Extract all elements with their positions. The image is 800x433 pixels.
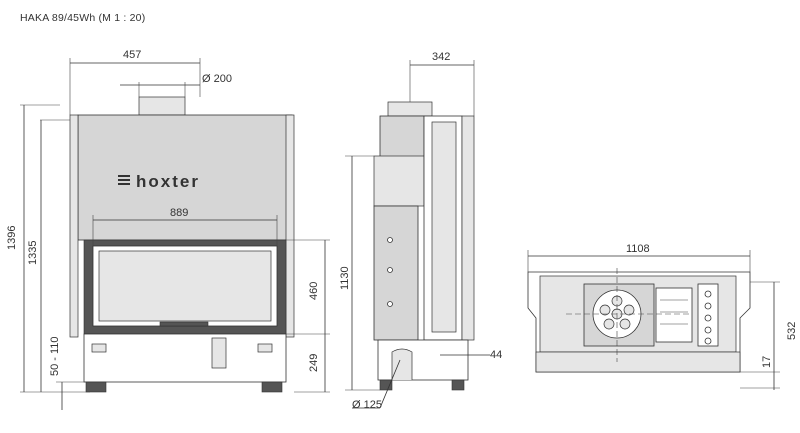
top-flue-hole-3 <box>619 318 631 330</box>
side-door-edge <box>461 115 475 341</box>
front-base-vent-left <box>91 343 107 353</box>
side-screw-2 <box>387 267 393 273</box>
side-dimensions: 342 1130 44 Ø 125 <box>339 51 502 411</box>
side-mid-block <box>373 155 425 207</box>
dim-342: 342 <box>432 51 450 63</box>
side-base <box>377 339 469 381</box>
top-connector-2 <box>704 302 712 310</box>
top-connector-1 <box>704 290 712 298</box>
dim-1130: 1130 <box>339 266 351 290</box>
front-base <box>83 333 287 383</box>
front-right-side-panel <box>285 114 295 338</box>
side-lower-body <box>373 205 419 341</box>
brand-text: hoxter <box>136 172 200 191</box>
dim-1108: 1108 <box>626 243 650 255</box>
front-flue-collar <box>138 96 186 116</box>
side-air-inlet <box>391 348 413 380</box>
top-connector-5 <box>704 337 712 345</box>
side-flue-collar <box>387 101 433 117</box>
front-view: hoxter <box>69 96 295 393</box>
side-screw-1 <box>387 237 393 243</box>
drawing-title: HAKA 89/45Wh (M 1 : 20) <box>20 12 146 24</box>
side-leg-front <box>451 379 465 391</box>
side-screw-3 <box>387 301 393 307</box>
dim-889: 889 <box>170 207 188 219</box>
dim-249: 249 <box>308 354 320 372</box>
front-base-vent-right <box>257 343 273 353</box>
front-dimensions: 457 Ø 200 889 1396 1335 50 - 110 460 249 <box>6 49 330 410</box>
dim-1396: 1396 <box>6 226 18 250</box>
front-leg-left <box>85 381 107 393</box>
front-base-bracket <box>211 337 227 369</box>
dim-457: 457 <box>123 49 141 61</box>
top-flue-hole-4 <box>603 318 615 330</box>
front-door-handle <box>159 321 209 327</box>
top-connector-4 <box>704 326 712 334</box>
dim-1335: 1335 <box>27 241 39 265</box>
dim-50-110: 50 - 110 <box>49 336 61 376</box>
dim-44: 44 <box>490 349 502 361</box>
front-glass-inner <box>98 250 272 322</box>
dim-17: 17 <box>761 356 773 368</box>
dim-air-diameter: Ø 125 <box>352 399 382 411</box>
side-front-inner <box>431 121 457 333</box>
dim-460: 460 <box>308 282 320 300</box>
side-top-block <box>379 115 425 159</box>
dim-532: 532 <box>786 322 798 340</box>
front-left-side-panel <box>69 114 79 338</box>
top-front-strip <box>535 351 741 373</box>
top-connector-3 <box>704 314 712 322</box>
side-view <box>373 101 475 391</box>
top-flue-hole-5 <box>599 304 611 316</box>
dim-flue-diameter: Ø 200 <box>202 73 232 85</box>
hoxter-logo: hoxter <box>118 172 200 191</box>
front-leg-right <box>261 381 283 393</box>
top-flue-hole-2 <box>623 304 635 316</box>
top-view <box>527 268 751 373</box>
side-leg-back <box>379 379 393 391</box>
top-exchanger <box>655 287 693 343</box>
top-dimensions: 1108 532 17 <box>527 243 798 390</box>
